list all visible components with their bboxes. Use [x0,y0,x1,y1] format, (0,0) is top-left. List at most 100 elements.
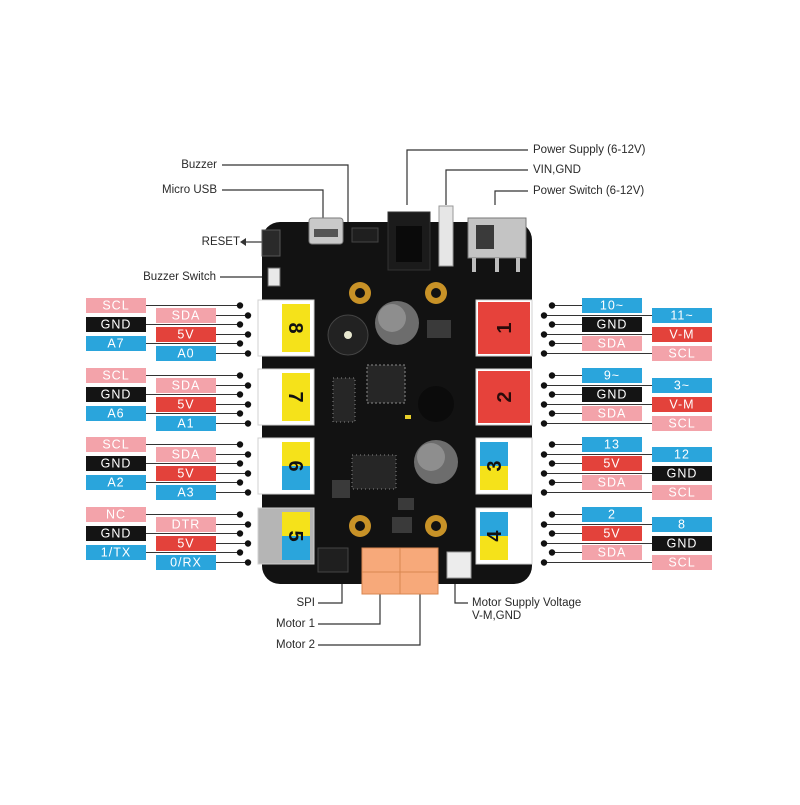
left-2-inner-pin-1-bg [156,378,216,393]
left-1-outer-pin-3-bg [86,336,146,351]
port-3-number: 3 [484,460,506,471]
right-3-inner-pin-2-bg [582,456,642,471]
power-switch-leg-2 [495,258,499,272]
left-4-outer-pin-2-bg [86,526,146,541]
left-1-outer-pin-2: GND [101,318,132,332]
spi-leader [318,580,343,604]
left-3-inner-pin-1: SDA [172,448,201,462]
left-4-inner-pin-3-bg [156,555,216,570]
buzzer-center [344,331,352,339]
left-3-outer-pin-2: GND [101,457,132,471]
left-2-inner-pin-1: SDA [172,379,201,393]
vin-gnd-callout: VIN,GND [533,164,581,176]
left-4-inner-pin-2: 5V [177,537,194,551]
right-1-outer-dot-3 [540,350,548,357]
right-1-outer-dot-2 [540,331,548,338]
left-3-inner-dot-2 [244,470,252,477]
left-4-outer-pin-1: NC [106,508,126,522]
right-4-outer-pin-3: SCL [668,556,695,570]
right-2-inner-dot-1 [548,372,556,379]
right-4-outer-pin-2-bg [652,536,712,551]
left-3-outer-pin-1-bg [86,437,146,452]
left-4-outer-dot-1 [236,511,244,518]
right-4-inner-pin-2: 5V [603,527,620,541]
left-2-inner-pin-3: A1 [177,417,194,431]
usb-side-header [351,227,379,243]
left-3-outer-pin-3: A2 [107,476,124,490]
port-1: 1 [475,299,533,357]
left-3-outer-pin-1: SCL [102,438,129,452]
left-1-outer-dot-3 [236,340,244,347]
left-3-outer-pin-3-bg [86,475,146,490]
right-1-outer-pin-1: 11~ [670,309,693,323]
right-3-inner-dot-3 [548,479,556,486]
port-7-number: 7 [284,391,306,402]
right-3-outer-pin-1: 12 [674,448,690,462]
right-3-inner-dot-1 [548,441,556,448]
small-chip-2 [398,498,414,510]
left-3-inner-pin-2: 5V [177,467,194,481]
port-8-number: 8 [284,322,306,333]
port-4-color-key-top [480,512,508,536]
left-2-outer-dot-1 [236,372,244,379]
spi-callout: SPI [296,597,315,609]
left-1-outer-pin-3: A7 [107,337,124,351]
right-2-outer-pin-2-bg [652,397,712,412]
motor2-leader [318,590,421,646]
right-4-outer-dot-1 [540,521,548,528]
left-2-inner-pin-2: 5V [177,398,194,412]
port-4: 4 [475,507,533,565]
power-switch-leader [494,190,528,205]
left-2-outer-dot-3 [236,410,244,417]
left-1-inner-dot-3 [244,350,252,357]
spi-header [317,547,349,573]
right-3-outer-dot-3 [540,489,548,496]
right-1-outer-pin-1-bg [652,308,712,323]
buzzer-switch [267,267,281,287]
port-8-color-key-bottom [282,328,310,352]
right-2-inner-pin-2: GND [597,388,628,402]
motor1-callout: Motor 1 [276,618,315,630]
right-2-outer-pin-3: SCL [668,417,695,431]
left-3-inner-dot-3 [244,489,252,496]
left-2-outer-pin-2: GND [101,388,132,402]
left-3-outer-dot-3 [236,479,244,486]
left-1-inner-pin-3-bg [156,346,216,361]
motor1-leader [318,590,381,625]
right-3-inner-pin-1: 13 [604,438,620,452]
port-3: 3 [475,437,533,495]
port-5-number: 5 [284,530,306,541]
right-4-outer-pin-1: 8 [678,518,686,532]
port-6-color-key-top [282,442,310,466]
right-1-inner-dot-2 [548,321,556,328]
power-switch-knob [476,225,494,249]
port-2-color-key [478,371,530,423]
right-2-inner-pin-3-bg [582,406,642,421]
left-4-outer-dot-3 [236,549,244,556]
left-1-outer-pin-1-bg [86,298,146,313]
right-2-outer-dot-1 [540,382,548,389]
left-2-inner-dot-1 [244,382,252,389]
left-4-outer-dot-2 [236,530,244,537]
small-chip-1 [332,480,350,498]
left-2-inner-pin-2-bg [156,397,216,412]
port-3-color-key-top [480,442,508,466]
right-3-outer-pin-3-bg [652,485,712,500]
port-3-color-key-bottom [480,466,508,490]
left-2-outer-pin-1: SCL [102,369,129,383]
micro-usb-slot [314,229,338,237]
left-4-inner-dot-1 [244,521,252,528]
buzzer-switch-callout: Buzzer Switch [143,271,216,283]
right-1-inner-pin-1: 10~ [600,299,624,313]
right-4-inner-pin-3-bg [582,545,642,560]
power-supply-callout: Power Supply (6-12V) [533,144,646,156]
power-switch-leg-3 [516,258,520,272]
left-1-outer-dot-1 [236,302,244,309]
left-2-inner-dot-3 [244,420,252,427]
left-2-outer-pin-2-bg [86,387,146,402]
right-2-outer-dot-3 [540,420,548,427]
